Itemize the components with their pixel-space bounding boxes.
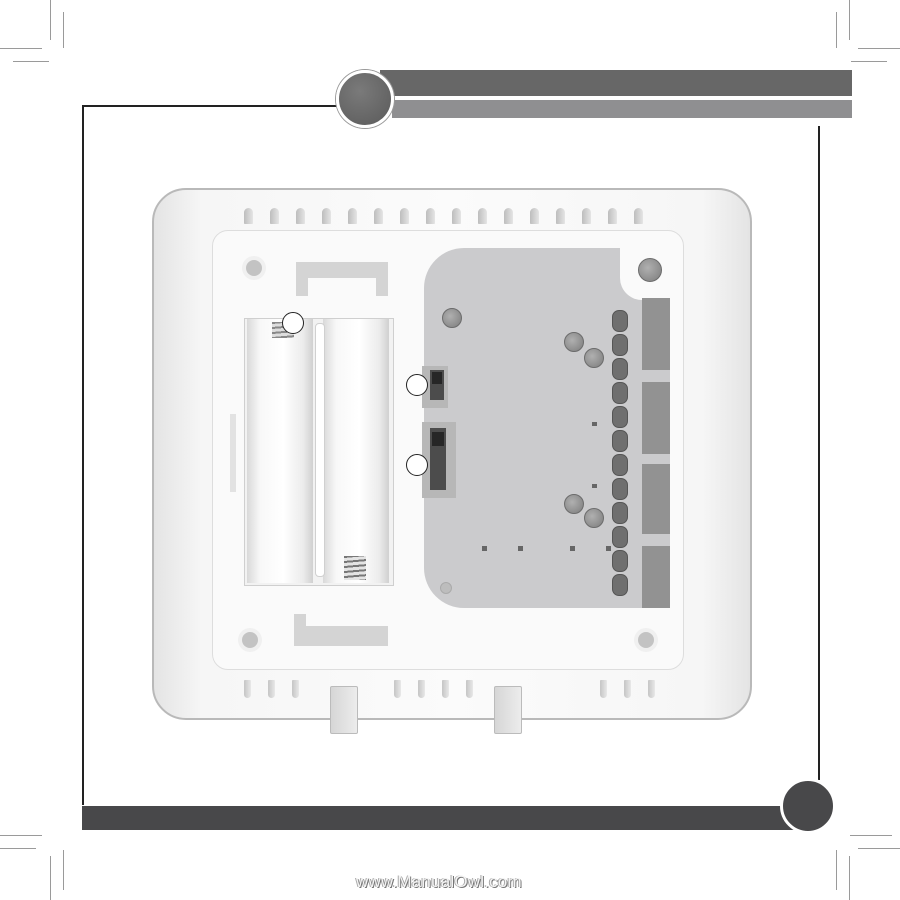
mounting-clip-left <box>330 686 358 734</box>
crop-mark-br-v2 <box>849 856 850 900</box>
pcb-screw-2 <box>564 332 584 352</box>
frame-right-line <box>818 126 820 780</box>
terminal-cover-1 <box>642 298 670 370</box>
crop-mark-tr-h1 <box>858 48 900 49</box>
circuit-board <box>424 248 670 608</box>
terminal-cover-2 <box>642 382 670 454</box>
pcb-screw-3 <box>584 348 604 368</box>
large-switch-knob <box>432 432 444 446</box>
crop-mark-tl-h1 <box>0 48 42 49</box>
pcb-screw-6 <box>440 582 452 594</box>
frame-top-line <box>82 105 338 107</box>
crop-mark-bl-v1 <box>63 850 64 890</box>
pcb-screw-4 <box>564 494 584 514</box>
battery-cell-right <box>323 319 389 583</box>
crop-mark-br-h1 <box>850 835 892 836</box>
terminal-cover-3 <box>642 464 670 534</box>
section-badge <box>336 70 394 128</box>
crop-mark-bl-h1 <box>0 835 42 836</box>
crop-mark-tr-v2 <box>836 12 837 48</box>
crop-mark-tr-v1 <box>849 0 850 40</box>
crop-mark-tl-v1 <box>50 0 51 40</box>
footer-bar <box>82 806 802 830</box>
callout-2 <box>406 374 428 396</box>
section-header-bar <box>380 70 852 96</box>
terminal-cover-4 <box>642 546 670 608</box>
mounting-clip-right <box>494 686 522 734</box>
watermark: www.ManualOwl.com <box>356 872 522 891</box>
pcb-screw-1 <box>442 308 462 328</box>
mounting-hole-bl <box>242 632 258 648</box>
battery-compartment <box>244 318 394 586</box>
crop-mark-br-v1 <box>836 850 837 890</box>
crop-mark-tl-v2 <box>63 12 64 48</box>
battery-divider <box>315 323 325 577</box>
callout-3 <box>406 454 428 476</box>
crop-mark-br-h2 <box>858 848 900 849</box>
crop-mark-bl-h2 <box>0 848 36 849</box>
crop-mark-bl-v2 <box>50 856 51 900</box>
mounting-hole-br <box>638 632 654 648</box>
crop-mark-tr-h2 <box>851 61 887 62</box>
page-number-badge <box>780 778 836 834</box>
small-switch-knob <box>432 372 442 384</box>
pcb-screw-corner <box>638 258 662 282</box>
crop-mark-tl-h2 <box>13 61 49 62</box>
mounting-hole-tl <box>246 260 262 276</box>
section-subheader-bar <box>392 100 852 118</box>
side-rib-left <box>230 414 236 492</box>
pcb-screw-5 <box>584 508 604 528</box>
battery-spring-bottom-icon <box>344 556 366 580</box>
callout-1 <box>282 312 304 334</box>
frame-left-line <box>82 105 84 805</box>
battery-cell-left <box>247 319 313 583</box>
